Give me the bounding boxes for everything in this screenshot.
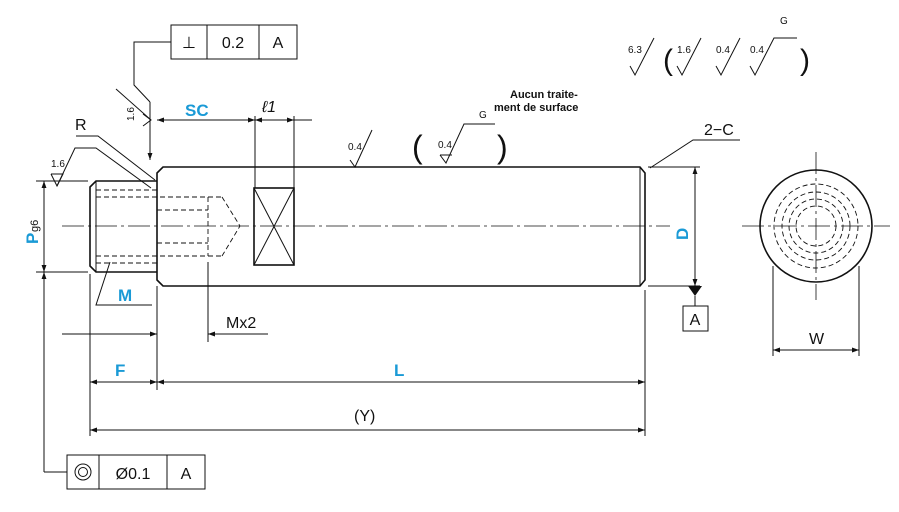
d-label: D [673, 228, 692, 240]
svg-text:1.6: 1.6 [126, 107, 137, 121]
svg-text:G: G [479, 110, 487, 121]
finish-mark-1: 1.6 [676, 37, 702, 77]
svg-text:6.3: 6.3 [628, 45, 642, 56]
finish-mark-shaft: 0.4 [348, 129, 373, 168]
ground-bracket-close: ) [497, 129, 508, 165]
datum-a: A [690, 312, 701, 329]
svg-text:Aucun traite-: Aucun traite- [510, 89, 578, 101]
f-l-dimension: F L [89, 274, 646, 436]
y-dimension: (Y) [90, 408, 645, 433]
sc-label: SC [185, 101, 209, 120]
concentricity-value: Ø0.1 [116, 466, 151, 483]
radius-callout: R [75, 117, 156, 181]
chamfer-callout: 2−C [649, 122, 740, 169]
mx2-label: Mx2 [226, 315, 256, 332]
shaft-body [62, 166, 670, 287]
perpendicularity-value: 0.2 [222, 35, 244, 52]
svg-text:1.6: 1.6 [51, 159, 65, 170]
svg-text:0.4: 0.4 [438, 140, 452, 151]
l-label: L [394, 361, 404, 380]
m-label: M [118, 286, 132, 305]
svg-text:0.4: 0.4 [750, 45, 764, 56]
d-dimension: D A [648, 166, 709, 332]
finish-mark-ground: ( 0.4 G ) [412, 110, 508, 165]
finish-mark-3: 0.4 G [749, 16, 797, 77]
p-dimension: P g6 [23, 180, 88, 273]
p-tolerance: g6 [29, 220, 41, 232]
perpendicularity-frame: ⊥ 0.2 A [133, 24, 298, 160]
concentricity-datum: A [181, 466, 192, 483]
mx2-dimension: Mx2 [62, 262, 268, 342]
m-callout: M [95, 261, 152, 306]
bracket-open: ( [663, 44, 673, 77]
end-view: W [742, 152, 890, 356]
finish-mark-thread: 1.6 [50, 147, 152, 189]
surface-treatment-note: Aucun traite- ment de surface [494, 89, 578, 114]
svg-text:0.4: 0.4 [716, 45, 730, 56]
perpendicularity-datum: A [273, 35, 284, 52]
svg-text:G: G [780, 16, 788, 27]
finish-mark-shoulder: 1.6 [115, 88, 152, 127]
svg-text:1.6: 1.6 [677, 45, 691, 56]
svg-text:R: R [75, 117, 87, 134]
bracket-close: ) [800, 44, 810, 77]
perpendicularity-symbol: ⊥ [182, 35, 196, 52]
l1-label: ℓ1 [261, 99, 276, 116]
svg-text:ment de surface: ment de surface [494, 102, 578, 114]
surface-finish-header: 6.3 ( 1.6 0.4 0.4 G ) [628, 16, 810, 77]
sc-dimension: SC ℓ1 [157, 99, 312, 188]
y-label: (Y) [354, 408, 375, 425]
finish-mark-main: 6.3 [628, 37, 655, 77]
svg-text:0.4: 0.4 [348, 142, 362, 153]
ground-bracket-open: ( [412, 129, 423, 165]
svg-text:2−C: 2−C [704, 122, 734, 139]
concentricity-frame: Ø0.1 A [41, 272, 206, 490]
w-label: W [809, 331, 825, 348]
f-label: F [115, 361, 125, 380]
finish-mark-2: 0.4 [715, 37, 741, 77]
p-label: P [23, 233, 42, 244]
